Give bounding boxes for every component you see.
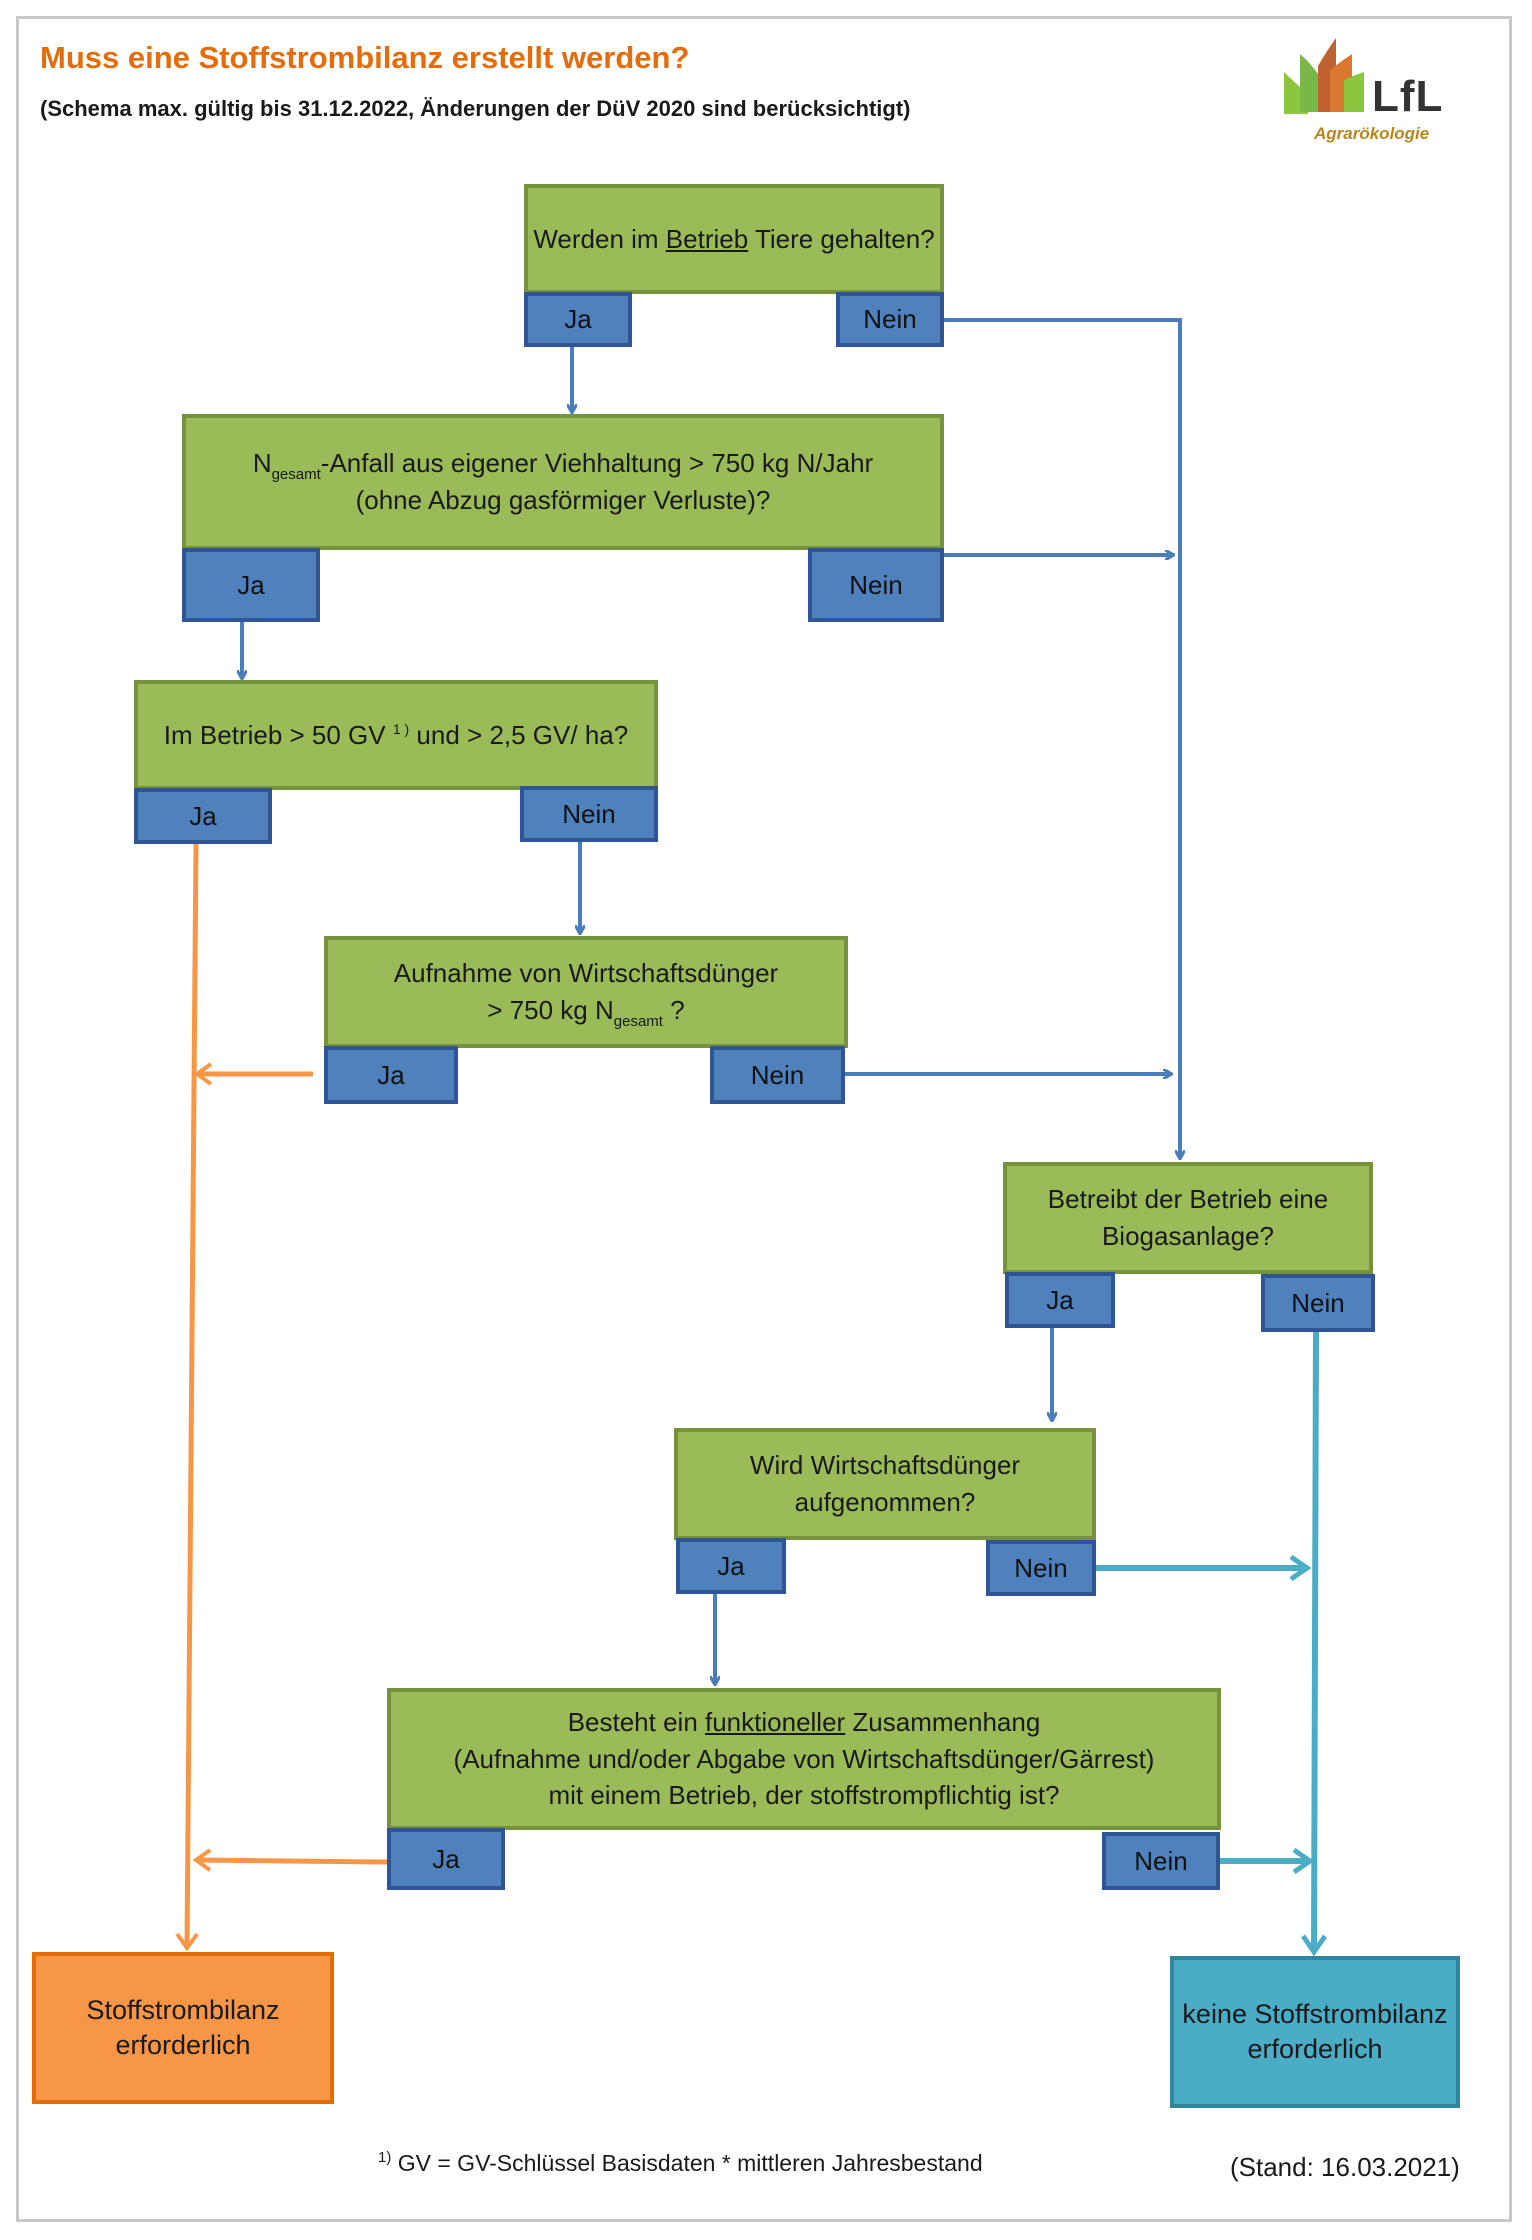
q7-line2: (Aufnahme und/oder Abgabe von Wirtschaft… [453,1743,1155,1774]
q7-text-a: Besteht ein [567,1706,705,1737]
result-stoffstrombilanz-erforderlich: Stoffstrombilanz erforderlich [32,1952,334,2104]
page-frame [16,16,1512,2222]
q7-text-b: Zusammenhang [845,1706,1041,1737]
q7-text-underlined: funktioneller [705,1706,846,1737]
q1-text-underlined: Betrieb [665,223,749,254]
q4-line2-a: > 750 kg N [487,995,614,1025]
question-aufnahme-wd: Aufnahme von Wirtschaftsdünger > 750 kg … [324,936,848,1048]
result-keine-stoffstrombilanz: keine Stoffstrombilanz erforderlich [1170,1956,1460,2108]
q2-nein-label: Nein [808,548,944,622]
q3-footnote-ref: 1 ) [392,720,410,737]
q2-n: N [252,448,272,479]
footnote-mark: 1) [378,2149,392,2166]
q1-ja-label: Ja [524,292,632,347]
page-subtitle: (Schema max. gültig bis 31.12.2022, Ände… [40,96,911,121]
question-wd-aufgenommen: Wird Wirtschaftsdünger aufgenommen? [674,1428,1096,1540]
question-gv: Im Betrieb > 50 GV 1 ) und > 2,5 GV/ ha? [134,680,658,790]
q7-line3: mit einem Betrieb, der stoffstrompflicht… [548,1780,1060,1811]
q5-nein-label: Nein [1261,1274,1375,1332]
question-n-anfall: Ngesamt-Anfall aus eigener Viehhaltung >… [182,414,944,550]
arrow-q1-nein [944,318,1180,1158]
q2-line2: (ohne Abzug gasförmiger Verluste)? [355,485,771,515]
question-funktioneller-zusammenhang: Besteht ein funktioneller Zusammenhang (… [387,1688,1221,1830]
q3-text-b: und > 2,5 GV/ ha? [409,719,629,750]
q3-ja-label: Ja [134,788,272,844]
q6-nein-label: Nein [986,1540,1096,1596]
stand-date: (Stand: 16.03.2021) [1230,2152,1460,2182]
page-title: Muss eine Stoffstrombilanz erstellt werd… [40,40,690,75]
q5-ja-label: Ja [1005,1272,1115,1328]
lfl-logo: LfL Agrarökologie [1278,24,1458,150]
q7-nein-label: Nein [1102,1832,1220,1890]
footnote: 1) GV = GV-Schlüssel Basisdaten * mittle… [378,2149,983,2177]
leaf-icon [1284,38,1364,114]
q2-n-sub: gesamt [271,466,321,484]
q1-text-a: Werden im [533,223,666,254]
q1-nein-label: Nein [836,292,944,347]
logo-subtitle: Agrarökologie [1314,124,1430,143]
q2-line1: -Anfall aus eigener Viehhaltung > 750 kg… [320,448,874,479]
logo-text: LfL [1372,72,1444,121]
q6-ja-label: Ja [676,1538,786,1594]
q4-line2-b: ? [662,995,685,1025]
q4-n-sub: gesamt [613,1013,663,1030]
arrow-q3-ja [175,843,199,1952]
q4-nein-label: Nein [710,1046,845,1104]
question-biogasanlage: Betreibt der Betrieb eine Biogasanlage? [1003,1162,1373,1274]
q7-ja-label: Ja [387,1828,505,1890]
q3-nein-label: Nein [520,786,658,842]
q2-ja-label: Ja [182,548,320,622]
q3-text-a: Im Betrieb > 50 GV [163,719,393,750]
q4-line1: Aufnahme von Wirtschaftsdünger [393,958,779,989]
arrow-q5-nein [1314,1331,1316,1952]
q4-ja-label: Ja [324,1046,458,1104]
q1-text-b: Tiere gehalten? [748,223,935,254]
arrow-q7-ja [192,1848,388,1872]
question-tierhaltung: Werden im Betrieb Tiere gehalten? [524,184,944,294]
footnote-text: GV = GV-Schlüssel Basisdaten * mittleren… [391,2150,983,2176]
